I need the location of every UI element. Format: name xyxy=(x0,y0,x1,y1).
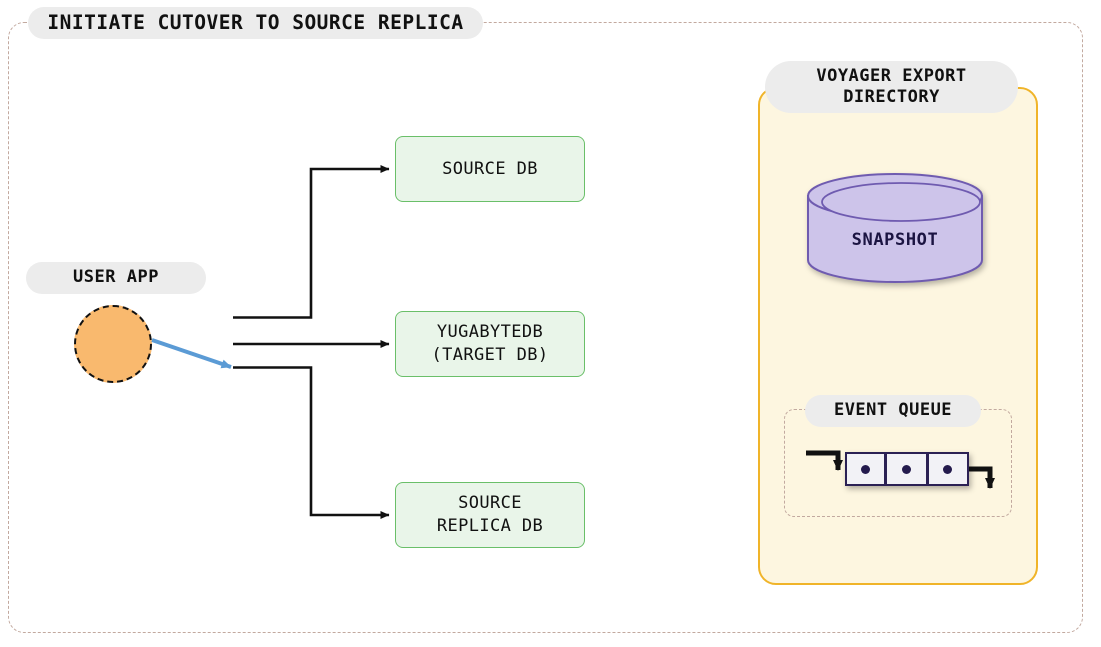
node-source-db-label: SOURCE DB xyxy=(442,158,538,179)
node-user-app-label: USER APP xyxy=(26,262,206,294)
voyager-export-directory-label: VOYAGER EXPORT DIRECTORY xyxy=(765,61,1018,113)
event-dot-icon xyxy=(901,464,911,474)
event-queue-cell xyxy=(927,452,969,486)
event-dot-icon xyxy=(861,464,871,474)
page-title: INITIATE CUTOVER TO SOURCE REPLICA xyxy=(28,7,483,39)
event-dot-icon xyxy=(943,464,953,474)
node-source-db: SOURCE DB xyxy=(395,136,585,202)
node-user-app-circle xyxy=(74,305,152,383)
voyager-label-line1: VOYAGER EXPORT xyxy=(816,65,967,86)
event-queue-cells xyxy=(845,452,969,486)
node-source-replica-db-label: SOURCE REPLICA DB xyxy=(437,492,543,538)
node-source-replica-db: SOURCE REPLICA DB xyxy=(395,482,585,548)
node-yugabyte-db-line2: (TARGET DB) xyxy=(431,345,549,365)
voyager-label-line2: DIRECTORY xyxy=(843,87,940,107)
node-yugabyte-db-line1: YUGABYTEDB xyxy=(436,322,544,343)
node-source-replica-db-line1: SOURCE xyxy=(458,493,522,514)
node-source-replica-db-line2: REPLICA DB xyxy=(436,516,544,536)
node-yugabyte-db: YUGABYTEDB (TARGET DB) xyxy=(395,311,585,377)
node-yugabyte-db-label: YUGABYTEDB (TARGET DB) xyxy=(432,321,549,367)
snapshot-cylinder: SNAPSHOT xyxy=(806,172,984,284)
page-title-text: INITIATE CUTOVER TO SOURCE REPLICA xyxy=(47,10,464,34)
event-queue-cell xyxy=(886,452,928,486)
event-queue-cell xyxy=(845,452,887,486)
event-queue-label-text: EVENT QUEUE xyxy=(833,400,953,421)
cutover-frame xyxy=(8,22,1083,633)
event-queue-label: EVENT QUEUE xyxy=(805,395,981,427)
voyager-export-directory-panel xyxy=(758,87,1038,585)
node-user-app-label-text: USER APP xyxy=(73,267,159,288)
